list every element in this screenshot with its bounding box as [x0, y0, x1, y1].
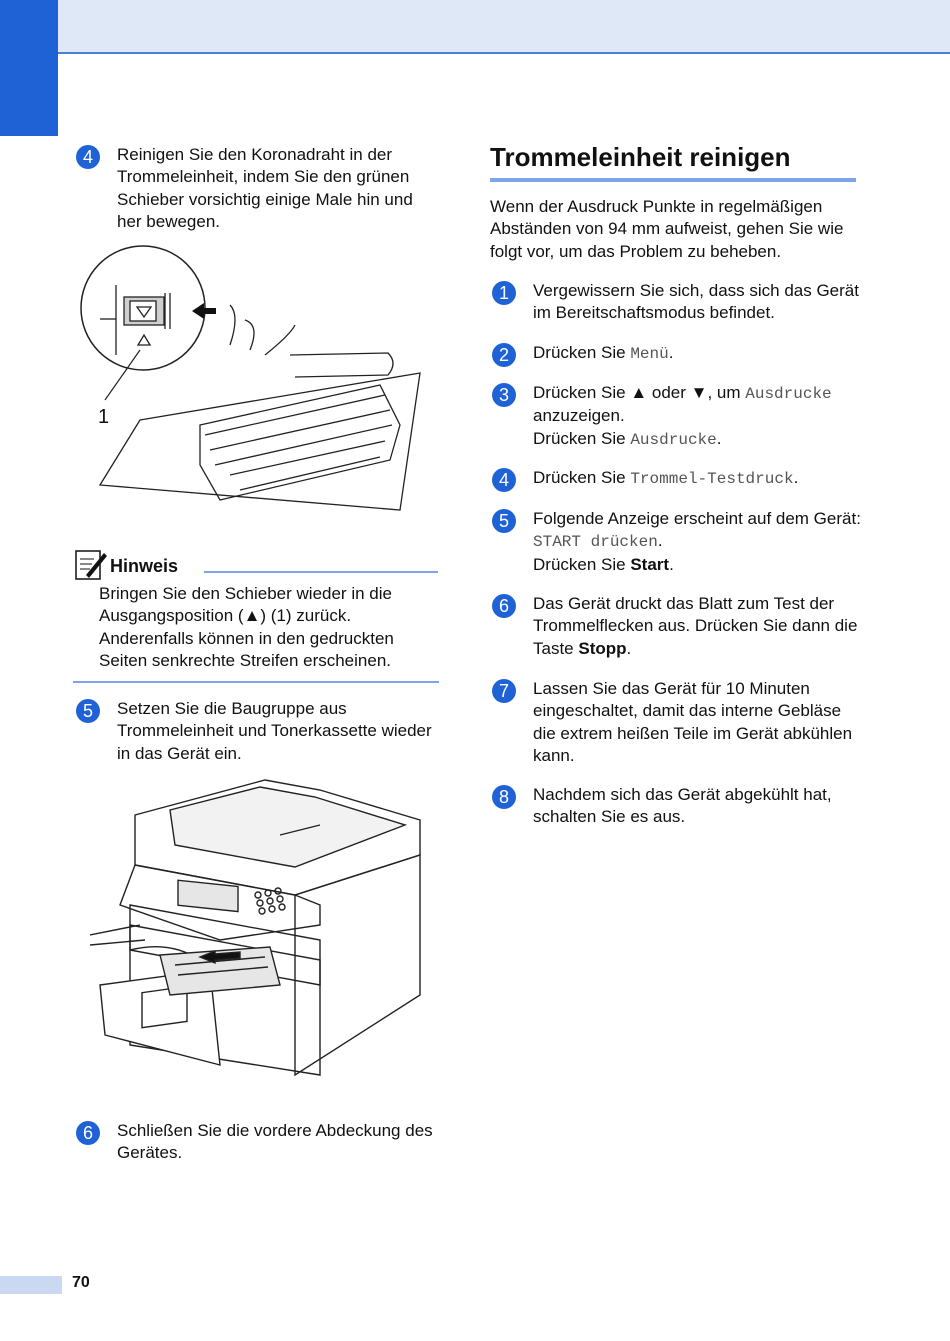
text-post: . — [669, 554, 674, 574]
step-text: Setzen Sie die Baugruppe aus Trommeleinh… — [117, 699, 432, 763]
step-number: 4 — [492, 468, 516, 492]
left-step-5: 5 Setzen Sie die Baugruppe aus Trommelei… — [76, 698, 441, 765]
step-number: 8 — [492, 785, 516, 809]
step-number: 3 — [492, 383, 516, 407]
chapter-tab — [0, 0, 58, 136]
key-name: Start — [630, 554, 670, 574]
left-step-6: 6 Schließen Sie die vordere Abdeckung de… — [76, 1120, 441, 1165]
text-pre: Drücken Sie — [533, 343, 631, 362]
right-step-1: 1 Vergewissern Sie sich, dass sich das G… — [492, 280, 862, 325]
section-heading: Trommeleinheit reinigen — [490, 142, 791, 172]
step-number: 1 — [492, 281, 516, 305]
right-step-7: 7 Lassen Sie das Gerät für 10 Minuten ei… — [492, 678, 862, 768]
note-title: Hinweis — [110, 556, 179, 576]
step-text: Lassen Sie das Gerät für 10 Minuten eing… — [533, 679, 853, 766]
menu-code: Ausdrucke — [745, 385, 832, 403]
step-text: Schließen Sie die vordere Abdeckung des … — [117, 1121, 433, 1163]
step-text: Drücken Sie ▲ oder ▼, um Ausdrucke anzuz… — [533, 382, 861, 451]
text-post: . — [626, 638, 632, 658]
header-band — [0, 0, 950, 54]
right-step-3: 3 Drücken Sie ▲ oder ▼, um Ausdrucke anz… — [492, 382, 862, 451]
step-text: Drücken Sie Trommel-Testdruck. — [533, 467, 861, 492]
menu-code: Ausdrucke — [630, 430, 717, 449]
callout-1: 1 — [98, 406, 109, 428]
step-text: Folgende Anzeige erscheint auf dem Gerät… — [533, 508, 861, 576]
step-text: Reinigen Sie den Koronadraht in der Trom… — [117, 145, 413, 232]
note-bottom-rule — [73, 681, 439, 683]
right-step-4: 4 Drücken Sie Trommel-Testdruck. — [492, 467, 862, 492]
text-post: . — [716, 428, 722, 448]
text-pre: Drücken Sie — [533, 554, 631, 574]
corona-wire-cleaning-illustration: 1 — [80, 245, 421, 511]
step-number: 6 — [76, 1121, 100, 1145]
step-number: 2 — [492, 343, 516, 367]
step-number: 7 — [492, 679, 516, 703]
step-number: 6 — [492, 594, 516, 618]
text-post: . — [793, 468, 799, 487]
printer-drum-insert-illustration — [90, 779, 421, 1077]
text-pre: Drücken Sie — [533, 468, 631, 487]
text-post: . — [668, 343, 674, 362]
note-top-rule — [204, 571, 438, 573]
right-step-8: 8 Nachdem sich das Gerät abgekühlt hat, … — [492, 784, 862, 829]
heading-rule — [490, 178, 856, 182]
step-text: Drücken Sie Menü. — [533, 342, 861, 367]
menu-code: Menü — [630, 345, 669, 363]
right-step-6: 6 Das Gerät druckt das Blatt zum Test de… — [492, 593, 862, 660]
text-pre: Folgende Anzeige erscheint auf dem Gerät… — [533, 509, 861, 528]
step-text: Nachdem sich das Gerät abgekühlt hat, sc… — [533, 785, 832, 827]
step-number: 5 — [492, 509, 516, 533]
text-pre: Das Gerät druckt das Blatt zum Test der … — [533, 594, 858, 658]
step-number: 4 — [76, 145, 100, 169]
step-text: Das Gerät druckt das Blatt zum Test der … — [533, 593, 861, 660]
text-post: . — [657, 531, 663, 551]
left-step-4: 4 Reinigen Sie den Koronadraht in der Tr… — [76, 144, 441, 234]
footer-bar — [0, 1276, 62, 1294]
text-post: anzuzeigen. — [533, 406, 625, 426]
text-pre: Drücken Sie — [533, 428, 631, 448]
page-number: 70 — [72, 1274, 90, 1291]
right-step-5: 5 Folgende Anzeige erscheint auf dem Ger… — [492, 508, 862, 576]
text-pre: Drücken Sie ▲ oder ▼, um — [533, 383, 746, 402]
step-number: 5 — [76, 699, 100, 723]
intro-paragraph: Wenn der Ausdruck Punkte in regelmäßigen… — [490, 197, 844, 261]
key-name: Stopp — [578, 638, 627, 658]
display-code: START drücken — [533, 533, 658, 552]
note-pencil-icon — [75, 550, 107, 580]
right-step-2: 2 Drücken Sie Menü. — [492, 342, 862, 367]
menu-code: Trommel-Testdruck — [630, 470, 794, 488]
note-body: Bringen Sie den Schieber wieder in die A… — [99, 584, 394, 671]
step-text: Vergewissern Sie sich, dass sich das Ger… — [533, 281, 859, 323]
